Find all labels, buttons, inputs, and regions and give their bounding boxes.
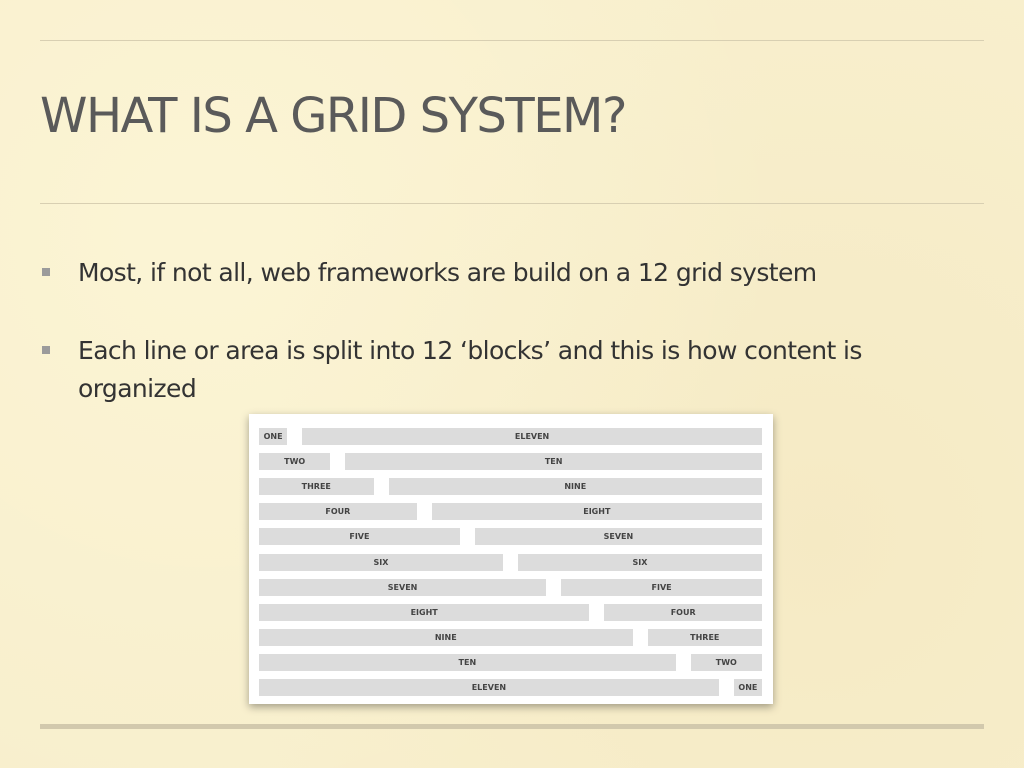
bullet-square-icon	[42, 346, 50, 354]
grid-row: ONE ELEVEN	[259, 428, 762, 445]
grid-row: TEN TWO	[259, 653, 762, 671]
grid-block-left: TWO	[259, 453, 331, 471]
grid-block-left: THREE	[259, 478, 374, 496]
grid-block-right: FOUR	[604, 603, 762, 621]
grid-block-left: EIGHT	[259, 603, 590, 621]
bullet-item: Most, if not all, web frameworks are bui…	[40, 254, 980, 292]
top-divider	[40, 40, 984, 41]
grid-row: SIX SIX	[259, 553, 762, 571]
grid-row: TWO TEN	[259, 453, 762, 471]
grid-block-right: SIX	[518, 553, 762, 571]
bullet-item: Each line or area is split into 12 ‘bloc…	[40, 332, 980, 408]
bullet-square-icon	[42, 268, 50, 276]
bullet-text: Each line or area is split into 12 ‘bloc…	[78, 336, 862, 403]
grid-block-left: NINE	[259, 628, 633, 646]
grid-block-right: ELEVEN	[302, 428, 762, 445]
grid-row: FOUR EIGHT	[259, 503, 762, 521]
grid-block-right: EIGHT	[431, 503, 762, 521]
bullet-list: Most, if not all, web frameworks are bui…	[40, 254, 980, 408]
grid-block-right: FIVE	[561, 578, 762, 596]
grid-block-right: TWO	[690, 653, 762, 671]
title-divider	[40, 203, 984, 204]
grid-block-left: SEVEN	[259, 578, 547, 596]
bottom-divider	[40, 724, 984, 729]
grid-row: EIGHT FOUR	[259, 603, 762, 621]
grid-block-left: TEN	[259, 653, 676, 671]
bullet-text: Most, if not all, web frameworks are bui…	[78, 258, 817, 287]
grid-row: SEVEN FIVE	[259, 578, 762, 596]
grid-block-left: ONE	[259, 428, 288, 445]
grid-row: THREE NINE	[259, 478, 762, 496]
grid-block-right: THREE	[647, 628, 762, 646]
grid-block-left: ELEVEN	[259, 679, 719, 696]
grid-block-left: FOUR	[259, 503, 417, 521]
grid-block-left: FIVE	[259, 528, 460, 546]
grid-block-left: SIX	[259, 553, 503, 571]
slide-title: WHAT IS A GRID SYSTEM?	[40, 88, 627, 144]
grid-row: NINE THREE	[259, 628, 762, 646]
grid-block-right: SEVEN	[474, 528, 762, 546]
grid-block-right: ONE	[733, 679, 762, 696]
grid-block-right: NINE	[388, 478, 762, 496]
grid-row: ELEVEN ONE	[259, 679, 762, 696]
grid-block-right: TEN	[345, 453, 762, 471]
grid-row: FIVE SEVEN	[259, 528, 762, 546]
